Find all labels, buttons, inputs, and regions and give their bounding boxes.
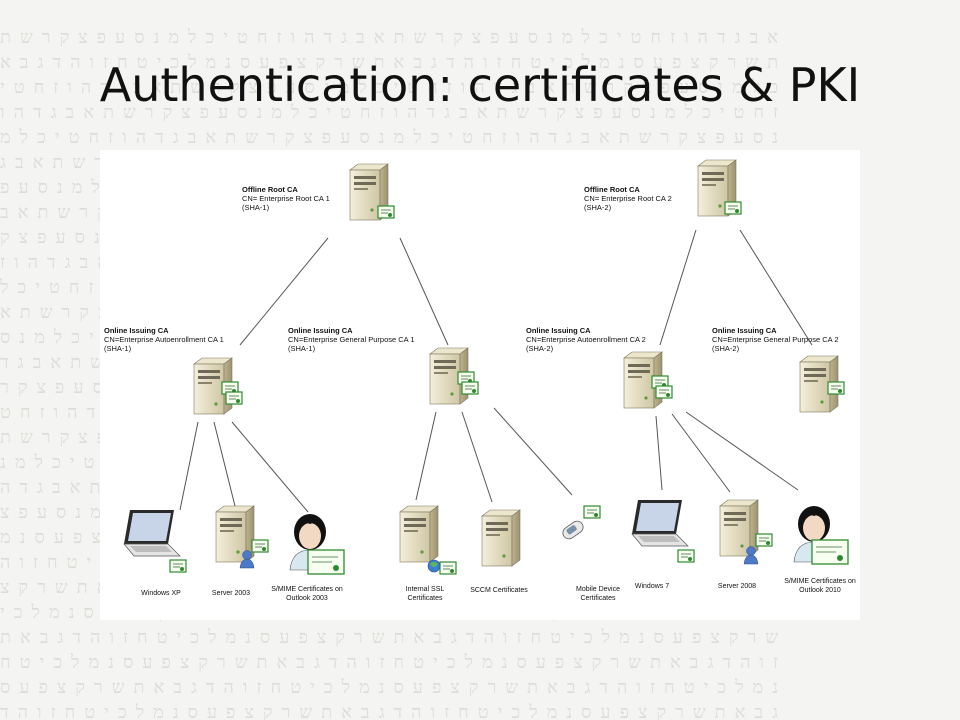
issuing-ca-4-cn: CN=Enterprise General Purpose CA 2 [712,335,839,344]
issuing-ca-1-alg: (SHA-1) [104,344,132,353]
root-ca-2-title: Offline Root CA [584,185,640,194]
windows-xp-laptop [123,509,187,573]
leaf-caption-outlook-2010: S/MIME Certificates on Outlook 2010 [784,578,856,594]
root-ca-1-alg: (SHA-1) [242,203,270,212]
issuing-ca-1-title: Online Issuing CA [104,326,169,335]
leaf-caption-mobile-device: Mobile Device Certificates [576,586,620,602]
hierarchy-links [179,229,813,513]
leaf-caption-internal-ssl: Internal SSL Certificates [405,586,445,602]
issuing-ca-4-alg: (SHA-2) [712,344,740,353]
issuing-ca-2-title: Online Issuing CA [288,326,353,335]
leaf-caption-windows-xp: Windows XP [141,590,181,597]
server-2008-server [719,499,773,565]
issuing-ca-2-label: Online Issuing CA CN=Enterprise General … [288,326,415,353]
issuing-ca-3-cn: CN=Enterprise Autoenrollment CA 2 [526,335,646,344]
issuing-ca-4-server [799,355,845,413]
issuing-ca-2-alg: (SHA-1) [288,344,316,353]
leaf-caption-server-2008: Server 2008 [717,583,757,590]
outlook-2010-user [793,505,849,565]
root-ca-1-cn: CN= Enterprise Root CA 1 [242,194,330,203]
leaf-caption-windows-7: Windows 7 [634,583,670,590]
slide-title: Authentication: certificates & PKI [99,58,861,112]
leaf-caption-server-2003: Server 2003 [211,590,251,597]
issuing-ca-4-title: Online Issuing CA [712,326,777,335]
pki-diagram-graphics [123,159,849,575]
issuing-ca-3-title: Online Issuing CA [526,326,591,335]
issuing-ca-3-alg: (SHA-2) [526,344,554,353]
internal-ssl-server [399,505,457,575]
issuing-ca-3-label: Online Issuing CA CN=Enterprise Autoenro… [526,326,646,353]
root-ca-1-server [349,163,395,221]
mobile-device-phone [560,505,601,542]
root-ca-1-title: Offline Root CA [242,185,298,194]
issuing-ca-4-label: Online Issuing CA CN=Enterprise General … [712,326,839,353]
windows-7-laptop [631,499,695,563]
server-2003-server [215,505,269,569]
root-ca-2-label: Offline Root CA CN= Enterprise Root CA 2… [584,185,672,212]
leaf-caption-outlook-2003: S/MIME Certificates on Outlook 2003 [271,586,343,602]
issuing-ca-1-server [193,357,243,415]
issuing-ca-1-cn: CN=Enterprise Autoenrollment CA 1 [104,335,224,344]
outlook-2003-user [289,513,345,575]
root-ca-1-label: Offline Root CA CN= Enterprise Root CA 1… [242,185,330,212]
leaf-caption-sccm: SCCM Certificates [470,587,528,594]
root-ca-2-alg: (SHA-2) [584,203,612,212]
root-ca-2-cn: CN= Enterprise Root CA 2 [584,194,672,203]
pki-hierarchy-diagram: Offline Root CA CN= Enterprise Root CA 1… [100,150,860,620]
issuing-ca-2-server [429,347,479,405]
issuing-ca-3-server [623,351,673,409]
issuing-ca-2-cn: CN=Enterprise General Purpose CA 1 [288,335,415,344]
root-ca-2-server [697,159,742,217]
sccm-server [481,509,521,567]
issuing-ca-1-label: Online Issuing CA CN=Enterprise Autoenro… [104,326,224,353]
